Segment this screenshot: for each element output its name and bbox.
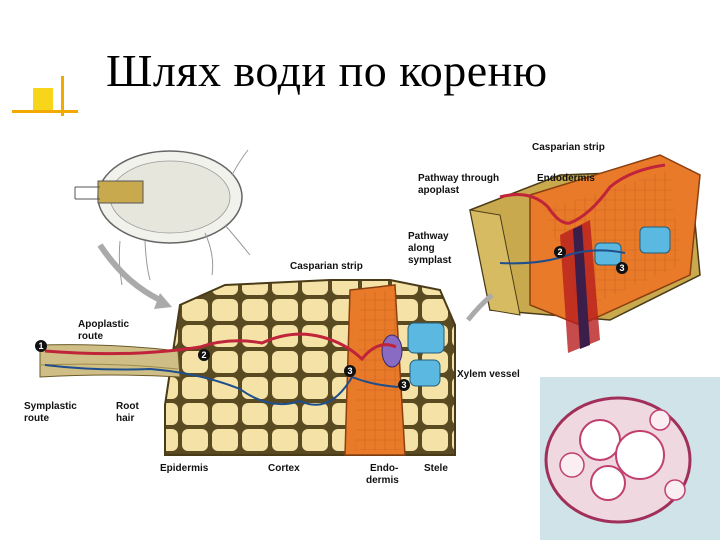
label-endodermis-bottom-2: dermis bbox=[366, 475, 399, 486]
endodermis-3d-block bbox=[469, 154, 701, 353]
label-epidermis: Epidermis bbox=[160, 463, 209, 474]
block-symplast-pathway bbox=[499, 249, 626, 265]
title-accent-line bbox=[12, 110, 78, 113]
root-water-pathway-figure: 1 2 3 3 2 3 Casparian strip Pathway thro… bbox=[0, 115, 720, 540]
svg-text:3: 3 bbox=[401, 380, 406, 390]
svg-text:1: 1 bbox=[38, 341, 43, 351]
label-endodermis-bottom-1: Endo- bbox=[370, 463, 398, 474]
svg-text:2: 2 bbox=[201, 350, 206, 360]
label-xylem-vessel: Xylem vessel bbox=[457, 369, 520, 380]
label-pathway-apoplast-2: apoplast bbox=[418, 185, 460, 196]
marker-3b: 3 bbox=[398, 379, 410, 391]
label-root-hair-1: Root bbox=[116, 401, 139, 412]
label-symplastic-route-1: Symplastic bbox=[24, 401, 77, 412]
label-apoplastic-route-1: Apoplastic bbox=[78, 319, 130, 330]
label-stele: Stele bbox=[424, 463, 448, 474]
marker-3c: 3 bbox=[616, 262, 628, 274]
slide-title: Шлях води по кореню bbox=[106, 45, 548, 96]
apoplastic-route-line bbox=[44, 332, 397, 362]
svg-text:3: 3 bbox=[347, 366, 352, 376]
label-pathway-symplast-2: along bbox=[408, 243, 435, 254]
label-pathway-symplast-3: symplast bbox=[408, 255, 452, 266]
label-pathway-apoplast-1: Pathway through bbox=[418, 173, 499, 184]
label-endodermis-top: Endodermis bbox=[537, 173, 595, 184]
label-casparian-strip-mid: Casparian strip bbox=[290, 261, 363, 272]
marker-1: 1 bbox=[35, 340, 47, 352]
marker-2b: 2 bbox=[554, 246, 566, 258]
label-root-hair-2: hair bbox=[116, 413, 134, 424]
title-accent-bar bbox=[61, 76, 64, 116]
label-apoplastic-route-2: route bbox=[78, 331, 103, 342]
marker-2: 2 bbox=[198, 349, 210, 361]
symplastic-route-line bbox=[44, 364, 399, 406]
svg-text:2: 2 bbox=[557, 247, 562, 257]
block-apoplast-pathway bbox=[499, 163, 666, 225]
root-micrograph bbox=[540, 377, 720, 540]
label-symplastic-route-2: route bbox=[24, 413, 49, 424]
marker-3: 3 bbox=[344, 365, 356, 377]
root-overview-sketch bbox=[74, 149, 251, 309]
label-cortex: Cortex bbox=[268, 463, 300, 474]
label-pathway-symplast-1: Pathway bbox=[408, 231, 449, 242]
label-casparian-strip-top: Casparian strip bbox=[532, 142, 605, 153]
root-cross-section bbox=[39, 279, 456, 456]
title-accent-square bbox=[33, 88, 53, 111]
pointer-arrow bbox=[466, 293, 494, 322]
svg-text:3: 3 bbox=[619, 263, 624, 273]
